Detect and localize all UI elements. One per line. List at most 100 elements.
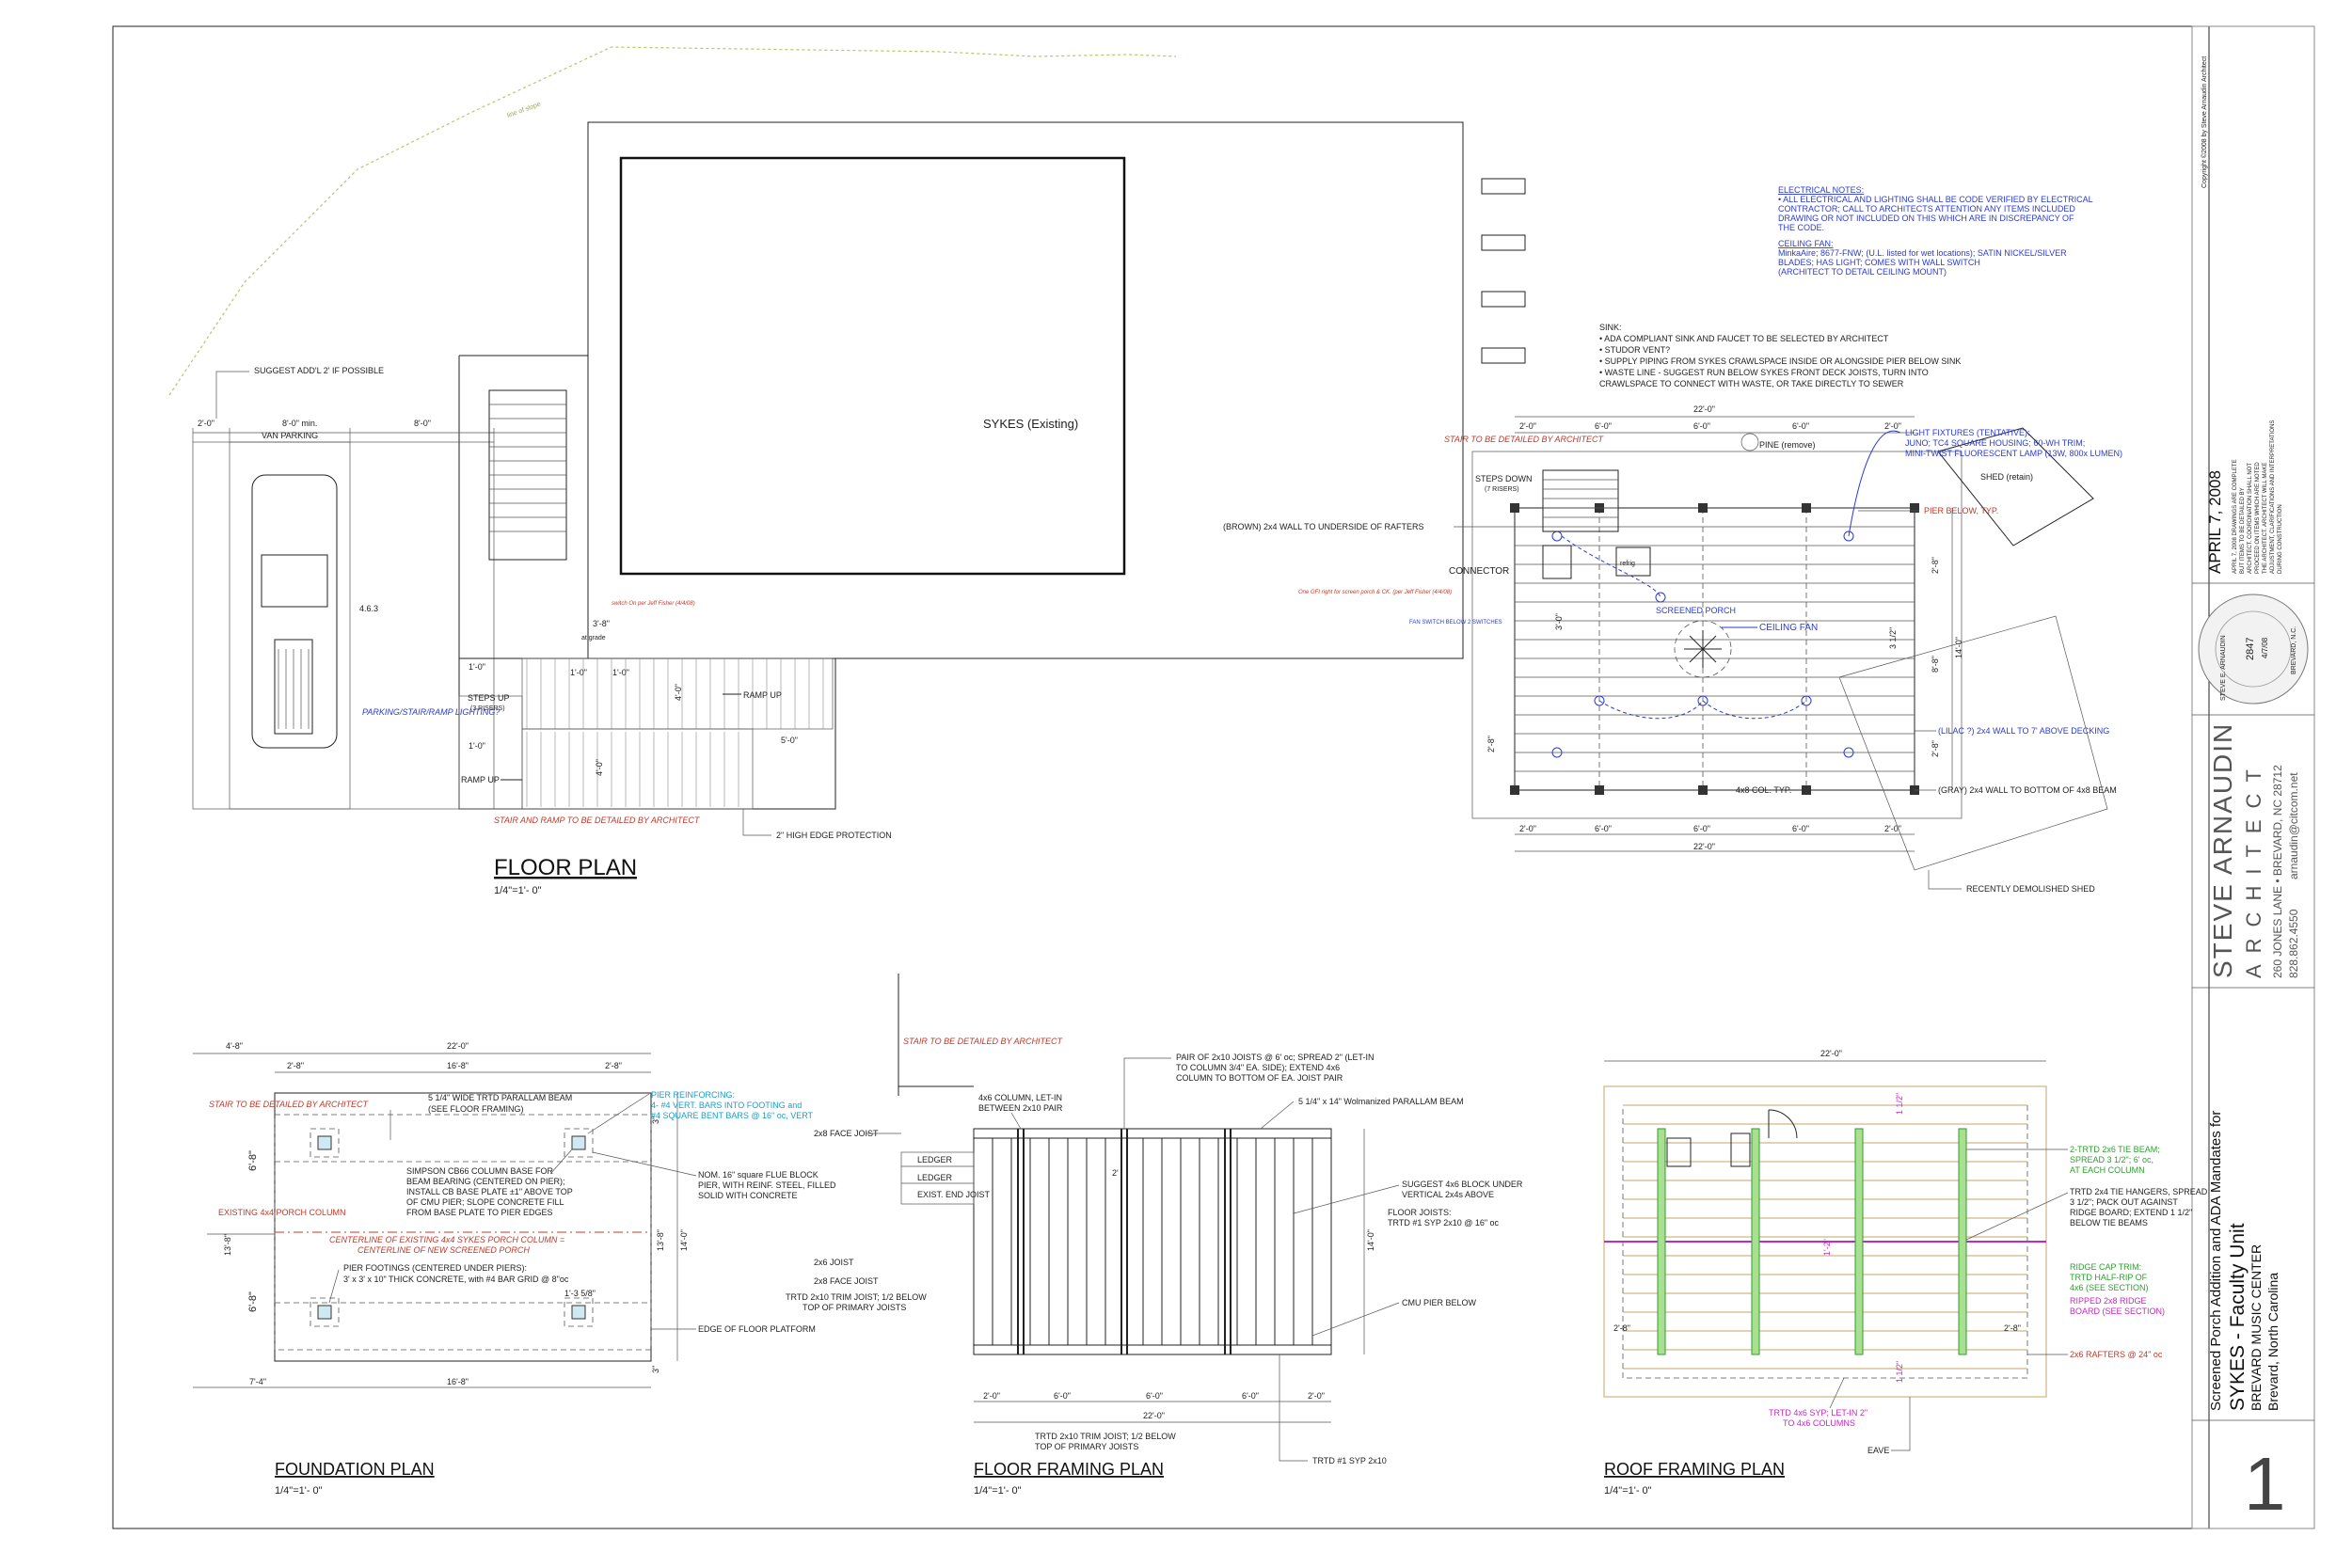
- ffp-pair-3: COLUMN TO BOTTOM OF EA. JOIST PAIR: [1176, 1073, 1343, 1083]
- sheet-number: 1: [2244, 1442, 2286, 1526]
- svg-text:ARCHITECT. COORDINATION SHALL: ARCHITECT. COORDINATION SHALL NOT: [2248, 463, 2253, 574]
- steps-down-label: STEPS DOWN: [1475, 474, 1533, 483]
- light-fixture-icon: [1551, 747, 1563, 758]
- screened-porch: refrig SCREENED PORCH CEILING FAN: [1444, 404, 1963, 852]
- porch-dim-2-d: 2'-0": [1884, 824, 1901, 833]
- site-boundary-line: [168, 46, 1177, 396]
- ffp-floor-joists-1: FLOOR JOISTS:: [1388, 1208, 1452, 1217]
- porch-dim-3-12: 3 1/2": [1888, 627, 1898, 649]
- tie-beams: [1657, 1128, 1967, 1355]
- ceiling-fan-icon: [1674, 620, 1732, 678]
- rfp-hangers-1: TRTD 2x4 TIE HANGERS, SPREAD: [2070, 1187, 2208, 1196]
- date-notes: APRIL 7, 2008 DRAWINGS ARE COMPLETE BUT …: [2233, 420, 2283, 574]
- ffp-joist-2x6: 2x6 JOIST: [814, 1258, 854, 1267]
- rfp-dim-22: 22'-0": [1820, 1049, 1842, 1058]
- dim-2ft: 2'-0": [198, 419, 215, 428]
- window: [1481, 291, 1526, 308]
- copyright: Copyright ©2008 by Steve Arnaudin Archit…: [2201, 56, 2208, 188]
- dim-1ft-d: 1'-0": [469, 741, 485, 751]
- light-fixture-notes: LIGHT FIXTURES (TENTATIVE): JUNO; TC4 SQ…: [1905, 428, 2122, 458]
- rfp-ripped-1: RIPPED 2x8 RIDGE: [2070, 1296, 2147, 1306]
- title-block-frame: [2191, 25, 2315, 1529]
- steps-up-risers: (3 RISERS): [470, 705, 505, 712]
- site-boundary-note: line of slope: [506, 101, 542, 119]
- svg-text:SINK:: SINK:: [1599, 323, 1622, 332]
- seal-name: STEVE E. ARNAUDIN: [2220, 635, 2227, 701]
- demolished-shed-outline: [1838, 615, 2108, 871]
- steps-up-block: [458, 695, 523, 810]
- fdn-centerline-2: CENTERLINE OF NEW SCREENED PORCH: [358, 1245, 530, 1255]
- floor-plan: SYKES (Existing) 2'-0" 8'-0" min. 8': [192, 121, 2122, 896]
- brown-wall-note: (BROWN) 2x4 WALL TO UNDERSIDE OF RAFTERS: [1223, 522, 1424, 531]
- fdn-simpson-4: OF CMU PIER; SLOPE CONCRETE FILL: [406, 1197, 564, 1207]
- rfp-dim-1-2: 1'-2": [1822, 1239, 1832, 1256]
- pine-tree-icon: [1740, 433, 1759, 451]
- sink: [1542, 545, 1572, 579]
- fdn-pier-reinf-3: #4 SQUARE BENT BARS @ 16" oc, VERT: [651, 1111, 814, 1120]
- porch-steps-down: [1542, 469, 1619, 532]
- fdn-dim-13-8-r: 13'-8": [656, 1229, 665, 1251]
- pine-label: PINE (remove): [1759, 440, 1816, 450]
- svg-text:ELECTRICAL NOTES:: ELECTRICAL NOTES:: [1778, 185, 1864, 195]
- rfp-dim-2-8-a: 2'-8": [1613, 1323, 1630, 1333]
- fdn-centerline-1: CENTERLINE OF EXISTING 4x4 SYKES PORCH C…: [329, 1235, 564, 1244]
- svg-text:THE CODE.: THE CODE.: [1778, 223, 1824, 232]
- steps-up-label: STEPS UP: [468, 693, 510, 703]
- gfi-note: One GFI right for screen porch & CK. (pe…: [1298, 590, 1452, 595]
- fdn-dim-4-8: 4'-8": [226, 1041, 243, 1051]
- project-line-4: Brevard, North Carolina: [2265, 1273, 2280, 1411]
- fan-switch-note: FAN SWITCH BELOW 2 SWITCHES: [1409, 620, 1502, 626]
- ffp-trim-joist-2a: TRTD 2x10 TRIM JOIST; 1/2 BELOW: [1035, 1432, 1176, 1441]
- sykes-building-outer: [587, 121, 1464, 659]
- light-fixture-icon: [1594, 695, 1605, 706]
- fdn-simpson-1: SIMPSON CB66 COLUMN BASE FOR: [406, 1166, 554, 1176]
- ffp-dim-2-a: 2'-0": [983, 1391, 1000, 1401]
- svg-text:MINI-TWIST FLUORESCENT LAMP (1: MINI-TWIST FLUORESCENT LAMP (13W, 800x L…: [1905, 449, 2122, 458]
- svg-text:LIGHT FIXTURES (TENTATIVE):: LIGHT FIXTURES (TENTATIVE):: [1905, 428, 2030, 437]
- pier-icon: [310, 1297, 340, 1327]
- ffp-col-4x6-2: BETWEEN 2x10 PAIR: [978, 1103, 1063, 1113]
- light-fixture-icon: [1655, 592, 1666, 603]
- porch-dim-6-c: 6'-0": [1792, 421, 1809, 431]
- ffp-cmu-pier: CMU PIER BELOW: [1402, 1298, 1477, 1307]
- van-parking-label: VAN PARKING: [262, 431, 318, 440]
- architect-sub: ARCHITECT: [2242, 758, 2265, 978]
- steps-down-risers: (7 RISERS): [1485, 486, 1519, 493]
- porch-dim-22-top: 22'-0": [1693, 404, 1715, 414]
- light-fixture-icon: [1843, 747, 1854, 758]
- fdn-nom-1: NOM. 16" square FLUE BLOCK: [698, 1170, 818, 1180]
- shed-retain-label: SHED (retain): [1980, 472, 2033, 482]
- light-fixture-icon: [1551, 531, 1563, 542]
- fdn-dim-6-8-a: 6'-8": [247, 1150, 259, 1171]
- ffp-dim-6-c: 6'-0": [1242, 1391, 1259, 1401]
- porch-dim-2-8-c: 2'-8": [1486, 736, 1496, 752]
- fdn-dim-2-8-b: 2'-8": [605, 1061, 622, 1070]
- fdn-existing-col: EXISTING 4x4 PORCH COLUMN: [218, 1208, 346, 1217]
- connector-label: CONNECTOR: [1449, 566, 1509, 577]
- svg-text:DURING CONSTRUCTION: DURING CONSTRUCTION: [2278, 504, 2283, 574]
- fdn-simpson-2: BEAM BEARING (CENTERED ON PIER);: [406, 1177, 565, 1186]
- pier-icon: [564, 1297, 594, 1327]
- rfp-tie-beam-1: 2-TRTD 2x6 TIE BEAM;: [2070, 1145, 2160, 1154]
- sykes-label: SYKES (Existing): [983, 417, 1078, 431]
- pier-below-note: PIER BELOW, TYP.: [1924, 506, 1998, 515]
- fdn-dim-2-8-a: 2'-8": [287, 1061, 304, 1070]
- svg-text:CRAWLSPACE TO CONNECT WITH WAS: CRAWLSPACE TO CONNECT WITH WASTE, OR TAK…: [1599, 379, 1904, 388]
- refrigerator: [1615, 546, 1651, 577]
- fdn-parallam-1: 5 1/4" WIDE TRTD PARALLAM BEAM: [428, 1093, 572, 1102]
- ffp-trim-joist-1b: TOP OF PRIMARY JOISTS: [803, 1303, 906, 1312]
- seal-city: BREVARD, N.C.: [2291, 626, 2297, 674]
- svg-text:PROCEED ON ITEMS WHICH ARE NOT: PROCEED ON ITEMS WHICH ARE NOTED: [2255, 462, 2261, 574]
- ffp-floor-joists-2: TRTD #1 SYP 2x10 @ 16" oc: [1388, 1218, 1500, 1227]
- window: [1481, 178, 1526, 195]
- foundation-plan-scale: 1/4"=1'- 0": [275, 1485, 323, 1497]
- porch-dim-6-a: 6'-0": [1595, 421, 1612, 431]
- architect-address: 260 JONES LANE • BREVARD, NC 28712: [2271, 765, 2284, 978]
- svg-text:BUT ITEMS TO BE DETAILED BY: BUT ITEMS TO BE DETAILED BY: [2240, 487, 2246, 574]
- porch-dim-6-b: 6'-0": [1693, 421, 1710, 431]
- fdn-dim-16-8-b: 16'-8": [447, 1377, 469, 1386]
- fdn-footings-1: PIER FOOTINGS (CENTERED UNDER PIERS):: [343, 1263, 527, 1273]
- porch-dim-22-bottom: 22'-0": [1693, 842, 1715, 851]
- shed-retain: [1937, 427, 2094, 546]
- title-block: Copyright ©2008 by Steve Arnaudin Archit…: [2192, 56, 2314, 1526]
